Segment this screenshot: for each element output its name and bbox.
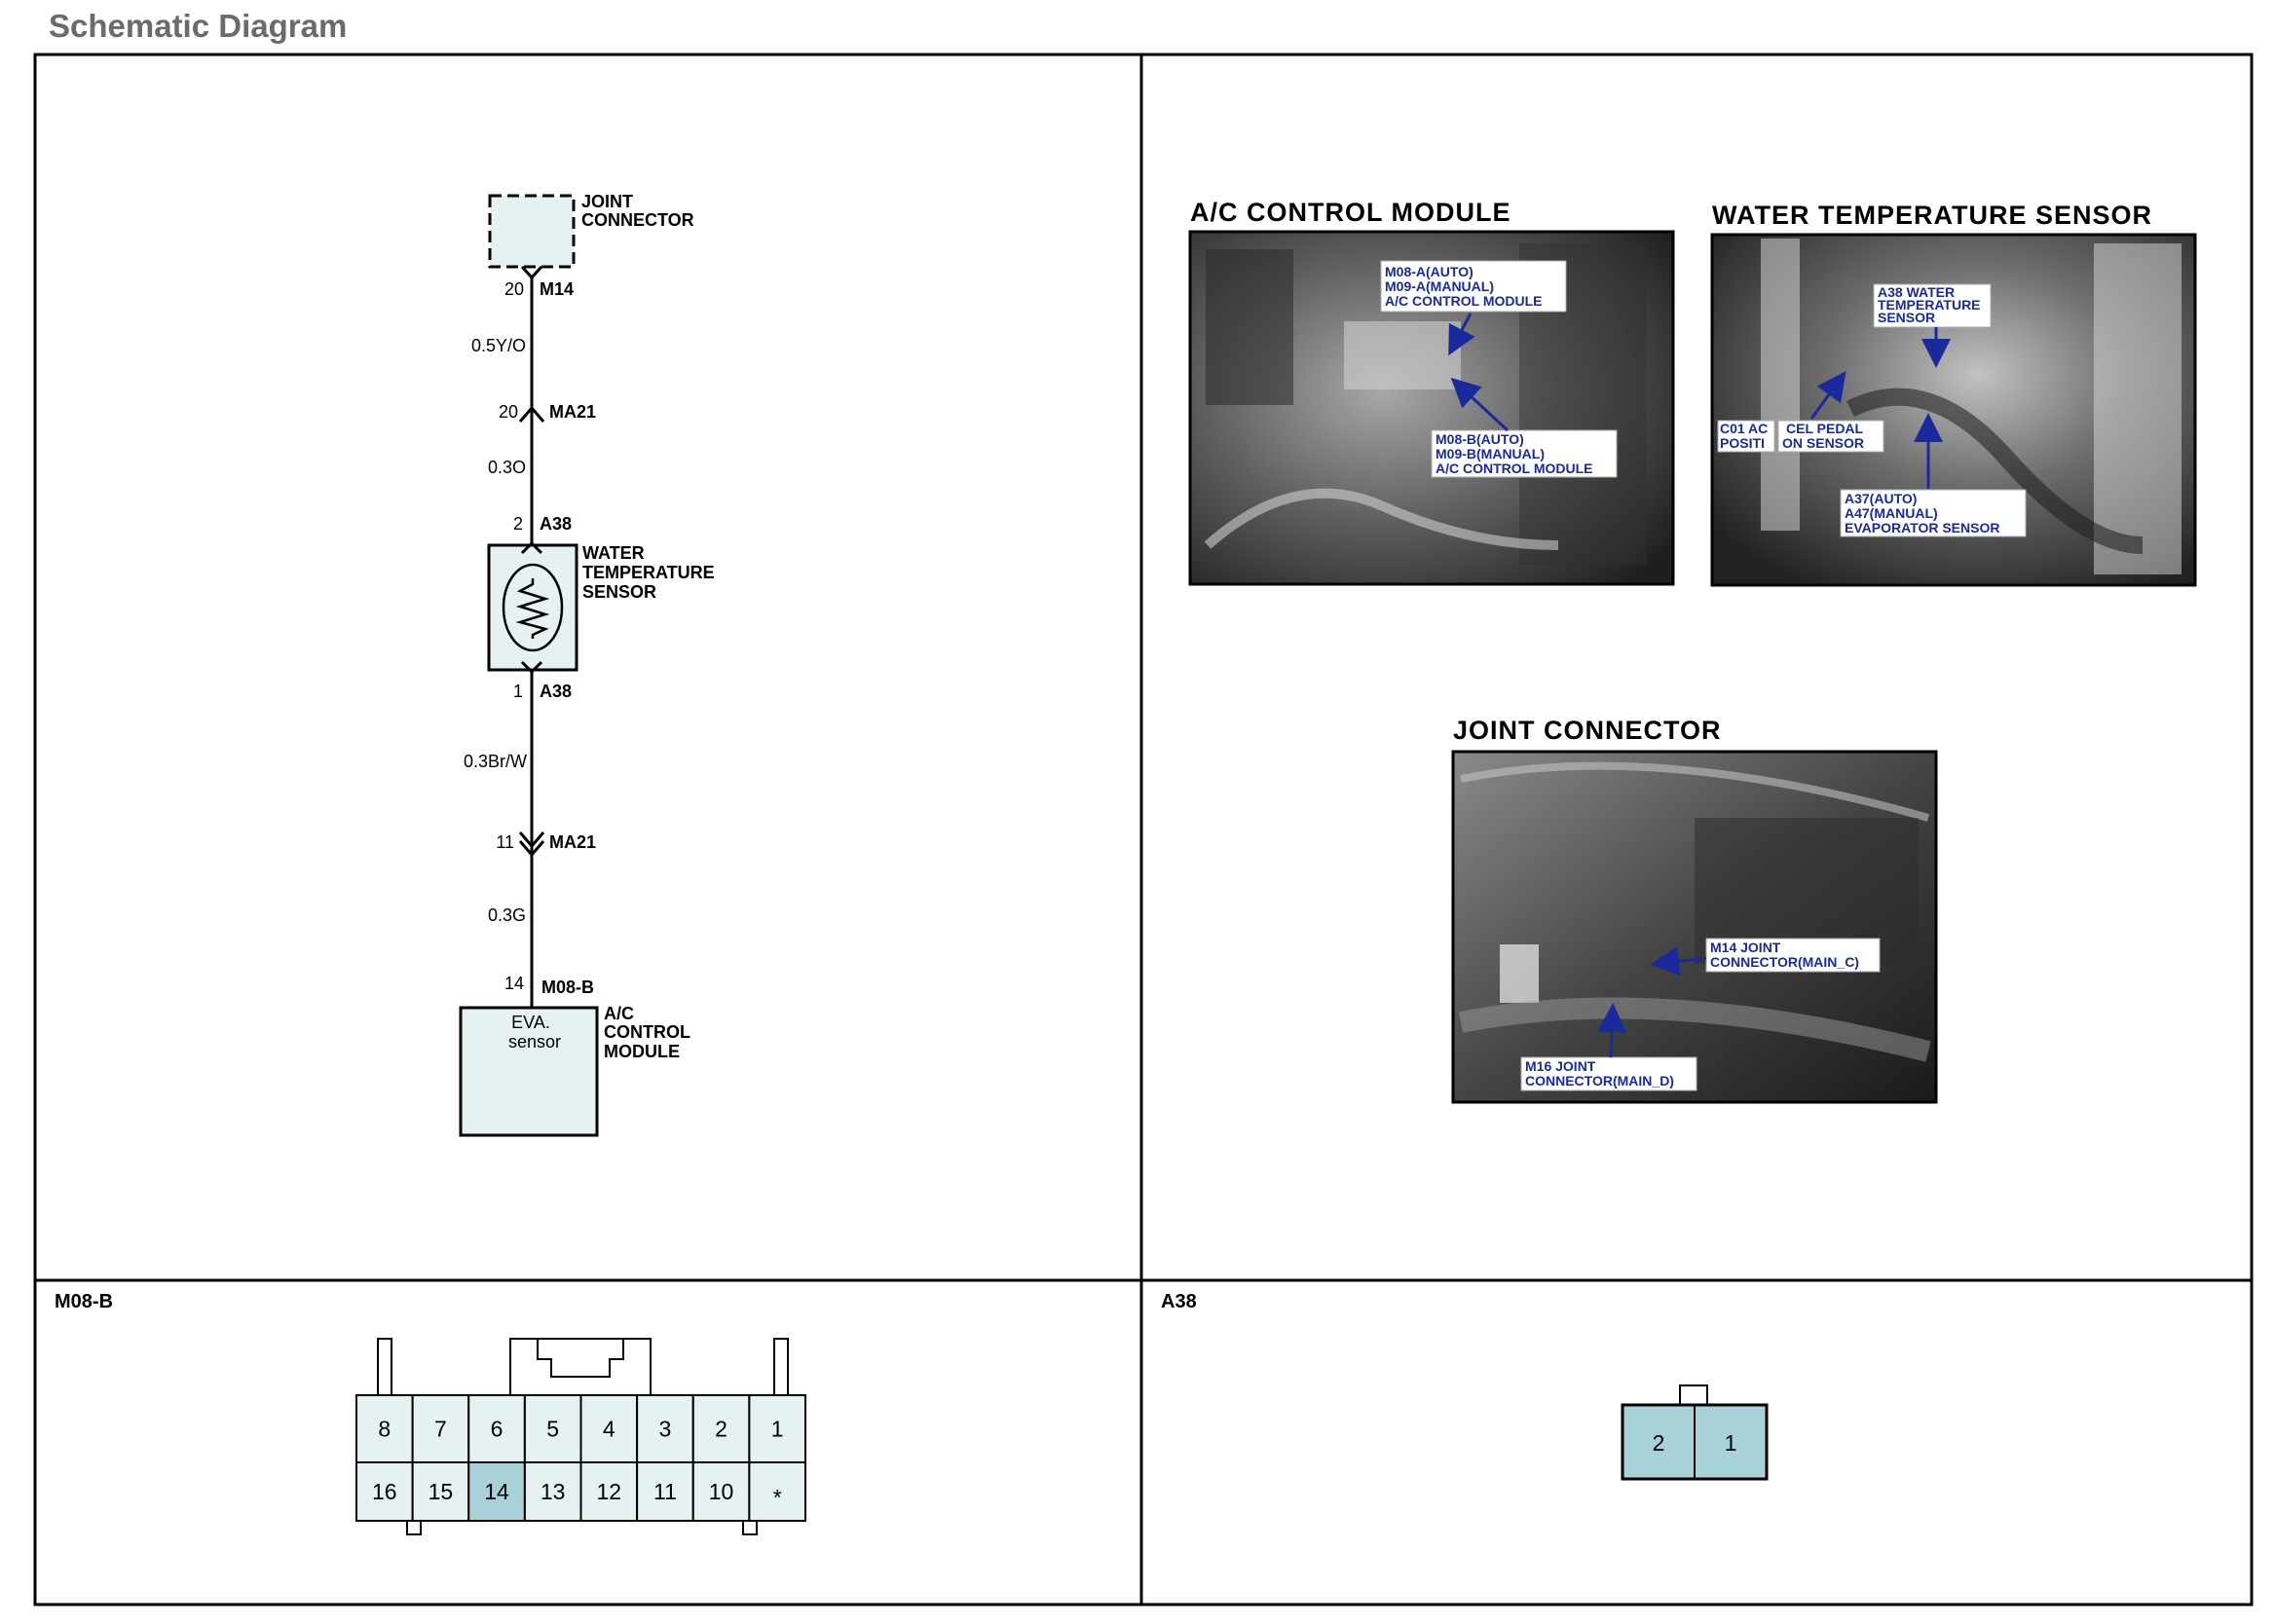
ac-callout2-line3: A/C CONTROL MODULE [1436, 461, 1593, 476]
m08b-pin-13: 13 [541, 1479, 566, 1504]
module-label-3: MODULE [604, 1042, 680, 1061]
m08b-pin-cell [636, 1394, 694, 1463]
ac-callout2-line1: M08-B(AUTO) [1436, 431, 1524, 447]
ws-callout1-line2: TEMPERATURE [1878, 297, 1981, 313]
water-sensor-photo-title: WATER TEMPERATURE SENSOR [1712, 201, 2152, 230]
m14-connector: M14 [540, 279, 574, 299]
wire-0-3g: 0.3G [488, 905, 526, 925]
m08b-pin: 14 [504, 974, 524, 993]
page-title: Schematic Diagram [49, 8, 348, 44]
ws-callout2-line1: C01 AC [1720, 421, 1768, 436]
connector-a38: A38 2 1 [1161, 1291, 1769, 1481]
module-label-2: CONTROL [604, 1022, 690, 1042]
connector-m08b: M08-B 8 7 6 5 4 3 2 1 16 15 14 13 12 11 10 * [55, 1291, 806, 1535]
ac-module-photo-title: A/C CONTROL MODULE [1190, 198, 1511, 227]
a38-top-pin: 2 [513, 514, 523, 534]
m08b-pin-8: 8 [378, 1417, 391, 1442]
joint-connector-label-1: JOINT [581, 192, 633, 211]
m08b-pin-6: 6 [491, 1417, 503, 1442]
m08b-pin-cell [748, 1394, 806, 1463]
wire-0-5y-o: 0.5Y/O [471, 336, 526, 355]
ac-callout2-line2: M09-B(MANUAL) [1436, 446, 1545, 461]
module-label-1: A/C [604, 1004, 634, 1023]
wiring-schematic: JOINT CONNECTOR 20 M14 0.5Y/O 20 MA21 0.… [459, 192, 715, 1137]
frame-grid [33, 53, 2254, 1606]
wire-0-3br-w: 0.3Br/W [464, 752, 527, 771]
a38-title: A38 [1161, 1291, 1197, 1312]
ac-callout1-line2: M09-A(MANUAL) [1385, 278, 1494, 294]
ma21-bottom-pin: 11 [496, 832, 514, 852]
sensor-label-3: SENSOR [582, 582, 656, 602]
ac-control-module-box [459, 1006, 599, 1137]
thermistor-icon [502, 563, 564, 652]
joint-callout1-line2: CONNECTOR(MAIN_C) [1710, 954, 1859, 970]
m08b-pin-5: 5 [546, 1417, 559, 1442]
m08b-pin-cell [523, 1461, 582, 1522]
m08b-connector: M08-B [541, 978, 594, 997]
joint-callout1-line1: M14 JOINT [1710, 940, 1781, 955]
a38-pin-2: 2 [1653, 1430, 1665, 1456]
joint-photo-title: JOINT CONNECTOR [1453, 716, 1722, 745]
ws-callout4-line3: EVAPORATOR SENSOR [1845, 520, 1999, 535]
m08b-pin-10: 10 [709, 1479, 734, 1504]
eva-label-2: sensor [508, 1032, 561, 1052]
joint-callout2-line1: M16 JOINT [1525, 1058, 1596, 1074]
joint-connector-photo: JOINT CONNECTOR M14 JOINT CONNECTOR(MAIN… [1451, 716, 1938, 1104]
sensor-label-2: TEMPERATURE [582, 563, 715, 582]
ac-control-module-photo: A/C CONTROL MODULE M08-A(AUTO) M09-A(MAN… [1188, 198, 1675, 586]
joint-connector-box [488, 194, 576, 269]
ma21-bottom-connector: MA21 [549, 832, 596, 852]
m08b-pin-cell [748, 1461, 806, 1522]
sensor-label-1: WATER [582, 543, 645, 563]
ws-callout3-line1: CEL PEDAL [1786, 421, 1864, 436]
a38-top-connector: A38 [540, 514, 572, 534]
m08b-pin-2: 2 [715, 1417, 727, 1442]
joint-callout2-line2: CONNECTOR(MAIN_D) [1525, 1073, 1674, 1089]
a38-bottom-connector: A38 [540, 682, 572, 701]
water-temperature-sensor-photo: WATER TEMPERATURE SENSOR A38 WATER TEMPE… [1710, 201, 2197, 587]
ac-callout1-line3: A/C CONTROL MODULE [1385, 293, 1543, 309]
m08b-pin-3: 3 [659, 1417, 672, 1442]
a38-pin-1: 1 [1725, 1430, 1737, 1456]
m08b-pin-cell [411, 1461, 470, 1522]
ma21-top-connector-symbol [518, 405, 545, 423]
ws-callout3-line2: ON SENSOR [1782, 435, 1864, 451]
m08b-pin-7: 7 [434, 1417, 447, 1442]
m08b-title: M08-B [55, 1291, 113, 1312]
eva-label-1: EVA. [511, 1013, 550, 1032]
m08b-pin-4: 4 [603, 1417, 615, 1442]
ma21-top-connector: MA21 [549, 402, 596, 422]
ws-callout1-line3: SENSOR [1878, 310, 1935, 325]
m08b-pin-cell [636, 1461, 694, 1522]
ws-callout4-line1: A37(AUTO) [1845, 491, 1917, 506]
m08b-pin-blank: * [773, 1485, 782, 1510]
m08b-pin-14: 14 [484, 1479, 509, 1504]
ws-callout2-line2: POSITI [1720, 435, 1765, 451]
ac-callout1-line1: M08-A(AUTO) [1385, 264, 1473, 279]
m14-pin: 20 [504, 279, 524, 299]
ma21-bottom-connector-symbol [518, 831, 545, 849]
m08b-pin-cell [523, 1394, 582, 1463]
a38-bottom-pin: 1 [513, 682, 523, 701]
m08b-pin-cell [691, 1461, 751, 1522]
m08b-pin-1: 1 [771, 1417, 784, 1442]
joint-connector-label-2: CONNECTOR [581, 210, 694, 230]
m08b-pin-15: 15 [429, 1479, 454, 1504]
ws-callout1-line1: A38 WATER [1878, 284, 1955, 300]
m08b-pin-cell [355, 1461, 414, 1522]
wire-0-3o: 0.3O [488, 458, 526, 477]
m08b-pin-12: 12 [597, 1479, 622, 1504]
m08b-pin-cell [691, 1394, 751, 1463]
m08b-pin-16: 16 [372, 1479, 397, 1504]
ws-callout4-line2: A47(MANUAL) [1845, 505, 1938, 521]
ma21-top-pin: 20 [499, 402, 518, 422]
m08b-pin-11: 11 [653, 1479, 677, 1504]
